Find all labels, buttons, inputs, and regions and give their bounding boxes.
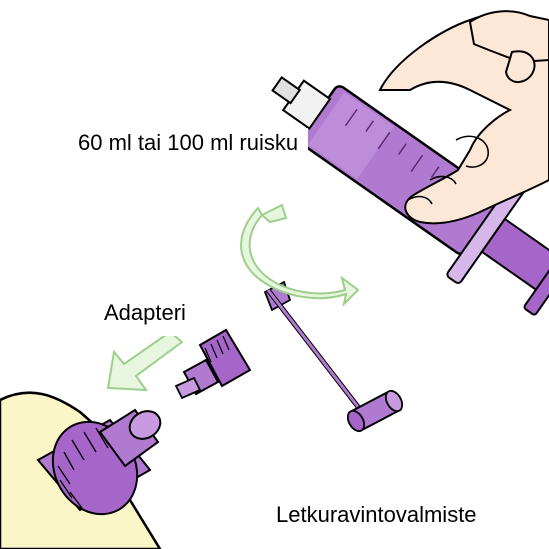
rotate-arrows-icon (241, 205, 358, 304)
feeding-tube (268, 290, 406, 434)
adapter-label: Adapteri (98, 298, 198, 336)
syringe-label: 60 ml tai 100 ml ruisku (72, 128, 308, 160)
product-label: Letkuravintovalmiste (270, 500, 483, 532)
down-left-arrow-icon (108, 332, 182, 390)
